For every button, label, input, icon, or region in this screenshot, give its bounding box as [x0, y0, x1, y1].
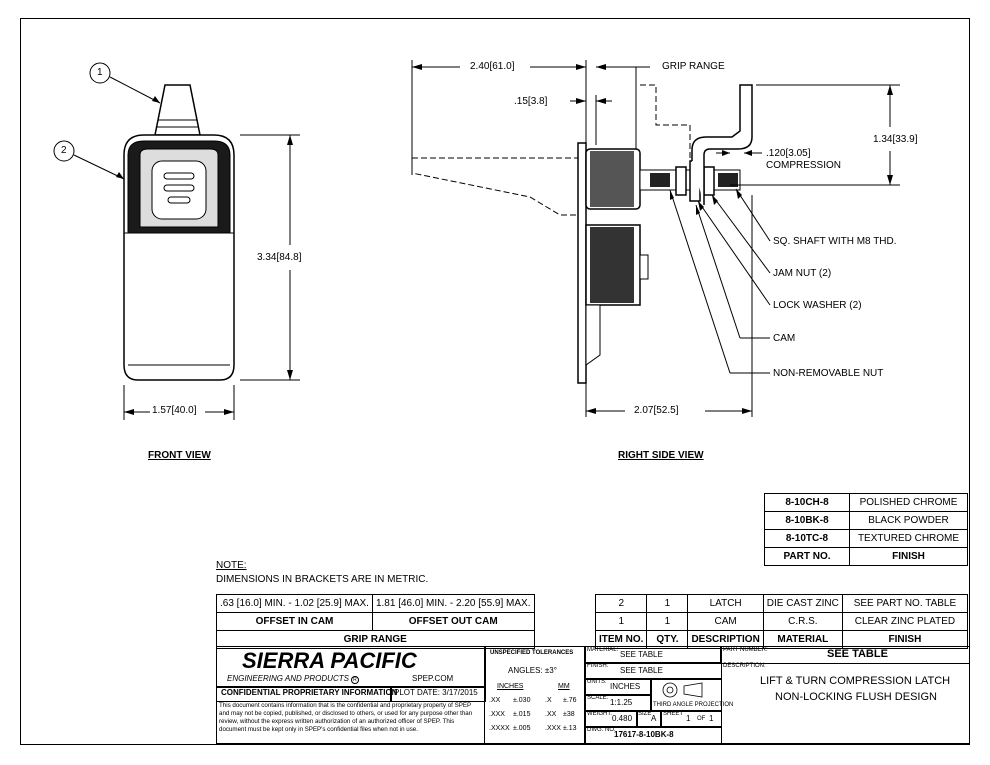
part-number: SEE TABLE [827, 648, 888, 660]
callout-lock-washer: LOCK WASHER (2) [773, 300, 862, 311]
tol-row: .XX ±.030 .X ±.76 [489, 697, 577, 704]
callout-cam: CAM [773, 333, 796, 344]
side-grip-range-label: GRIP RANGE [662, 61, 725, 72]
units-value: INCHES [610, 682, 641, 691]
front-view-title: FRONT VIEW [148, 450, 211, 461]
tol-row: .XXXX ±.005 .XXX ±.13 [489, 725, 577, 732]
side-top-dim: 2.40[61.0] [470, 61, 515, 72]
table-row: GRIP RANGE [216, 630, 535, 649]
plot-date: PLOT DATE: 3/17/2015 [394, 688, 478, 697]
note-text: DIMENSIONS IN BRACKETS ARE IN METRIC. [216, 574, 429, 585]
side-view-drawing [411, 60, 900, 417]
projection-panel [650, 678, 722, 712]
angles: ANGLES: ±3° [508, 666, 557, 675]
table-row: 2 1 LATCH DIE CAST ZINC SEE PART NO. TAB… [594, 594, 969, 613]
drawing-border [20, 18, 970, 745]
front-view-drawing [53, 62, 300, 420]
table-header: ITEM NO. QTY. DESCRIPTION MATERIAL FINIS… [594, 630, 969, 649]
table-row: 1 1 CAM C.R.S. CLEAR ZINC PLATED [594, 612, 969, 631]
sheet-value: 1 [686, 714, 691, 723]
callout-non-removable-nut: NON-REMOVABLE NUT [773, 368, 884, 379]
tol-title: UNSPECIFIED TOLERANCES [490, 650, 574, 656]
bom-table: 2 1 LATCH DIE CAST ZINC SEE PART NO. TAB… [594, 594, 969, 649]
disclaimer: This document contains information that … [219, 702, 473, 733]
confidential-label: CONFIDENTIAL PROPRIETARY INFORMATION [221, 688, 398, 697]
side-comp-dim: .120[3.05] COMPRESSION [766, 148, 842, 171]
projection-label: THIRD ANGLE PROJECTION [653, 702, 734, 708]
side-small-dim: .15[3.8] [514, 96, 548, 107]
tol-mm: MM [558, 683, 570, 690]
registered-mark: R [351, 676, 359, 684]
drawing-number: 17617-8-10BK-8 [614, 730, 674, 739]
side-bottom-dim: 2.07[52.5] [634, 405, 679, 416]
balloon-1-label: 1 [97, 67, 103, 78]
tol-inches: INCHES [497, 683, 524, 690]
company-sub: ENGINEERING AND PRODUCTS R [227, 674, 359, 684]
balloon-1 [89, 62, 111, 84]
front-height-dim: 3.34[84.8] [257, 252, 302, 263]
table-row: .63 [16.0] MIN. - 1.02 [25.9] MAX.1.81 [… [216, 594, 535, 613]
callout-shaft: SQ. SHAFT WITH M8 THD. [773, 236, 897, 247]
description-line-1: LIFT & TURN COMPRESSION LATCH [760, 675, 951, 687]
company-name: SIERRA PACIFIC [242, 648, 417, 673]
balloon-2-label: 2 [61, 145, 67, 156]
tol-row: .XXX ±.015 .XX ±38 [489, 711, 575, 718]
website: SPEP.COM [412, 674, 454, 683]
description-line-2: NON-LOCKING FLUSH DESIGN [775, 691, 937, 703]
finish-value: SEE TABLE [620, 666, 663, 675]
company-panel [216, 646, 486, 688]
weight-value: 0.480 [612, 714, 633, 723]
table-header: PART NO.FINISH [764, 547, 968, 566]
side-view-title: RIGHT SIDE VIEW [618, 450, 704, 461]
size-value: A [651, 714, 657, 723]
material-value: SEE TABLE [620, 650, 663, 659]
callout-jam-nut: JAM NUT (2) [773, 268, 832, 279]
grip-range-table: .63 [16.0] MIN. - 1.02 [25.9] MAX.1.81 [… [216, 594, 535, 649]
sheets-value: 1 [709, 714, 714, 723]
balloon-2 [53, 140, 75, 162]
note-title: NOTE: [216, 560, 247, 571]
front-width-dim: 1.57[40.0] [152, 405, 197, 416]
third-angle-projection-icon [662, 682, 703, 698]
scale-value: 1:1.25 [610, 698, 633, 707]
side-right-dim: 1.34[33.9] [873, 134, 918, 145]
